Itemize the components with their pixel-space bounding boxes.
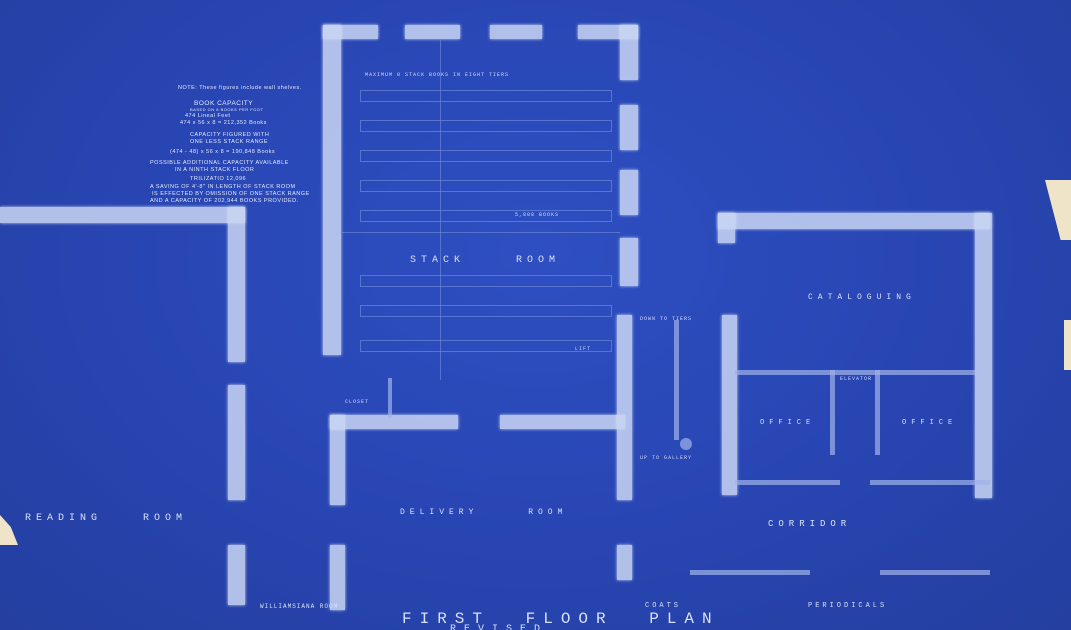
delivery-room-north-wall-right xyxy=(500,415,625,429)
closet-wall xyxy=(388,378,392,418)
stack-shelf xyxy=(360,210,612,222)
delivery-room-southwest-pier xyxy=(330,545,345,610)
reading-room-north-wall xyxy=(0,207,245,223)
note-wall-shelves: NOTE: These figures include wall shelves… xyxy=(178,85,302,91)
label-books-count: 5,808 BOOKS xyxy=(515,212,560,218)
label-down-stairs: DOWN TO TIERS xyxy=(640,316,693,322)
label-stack-room: STACK ROOM xyxy=(410,255,561,266)
stack-room-east-wall-top xyxy=(620,25,638,80)
office-partition xyxy=(735,370,975,375)
stack-shelf xyxy=(360,90,612,102)
reading-room-east-wall xyxy=(228,207,245,362)
label-stack-note: MAXIMUM 8 STACK BOOKS IN EIGHT TIERS xyxy=(365,72,510,78)
note-capacity-less-heading: CAPACITY FIGURED WITH xyxy=(190,132,270,138)
note-calc-3: TRILIZATIO 12,096 xyxy=(190,176,247,182)
periodicals-north-wall-right xyxy=(880,570,990,575)
label-coats: COATS xyxy=(645,602,682,610)
note-saving-3: AND A CAPACITY OF 202,944 BOOKS PROVIDED… xyxy=(150,198,299,204)
label-lift: LIFT xyxy=(575,346,592,352)
torn-edge xyxy=(1045,180,1071,240)
stack-room-west-wall xyxy=(323,25,341,355)
delivery-room-north-wall-left xyxy=(330,415,458,429)
cataloguing-west-wall-top xyxy=(718,213,735,243)
label-periodicals: PERIODICALS xyxy=(808,602,888,610)
label-cataloguing: CATALOGUING xyxy=(808,293,916,302)
note-possible-sub: IN A NINTH STACK FLOOR xyxy=(175,167,255,173)
cataloguing-east-wall xyxy=(975,213,992,498)
office-divider-right xyxy=(875,370,880,455)
torn-edge xyxy=(1064,320,1071,370)
label-office-right: OFFICE xyxy=(902,419,958,427)
stack-room-east-pier-2 xyxy=(620,170,638,215)
note-saving-1: A SAVING OF 4'-8" IN LENGTH OF STACK ROO… xyxy=(150,184,296,190)
note-calc-2: (474 - 48) x 56 x 8 = 190,848 Books xyxy=(170,149,276,155)
reading-room-pier xyxy=(228,385,245,500)
note-book-capacity-heading: BOOK CAPACITY xyxy=(194,100,254,107)
stack-shelf xyxy=(360,180,612,192)
periodicals-north-wall xyxy=(690,570,810,575)
label-office-left: OFFICE xyxy=(760,419,816,427)
label-williamsiana: WILLIAMSIANA ROOM xyxy=(260,603,339,610)
stack-room-east-pier-3 xyxy=(620,238,638,286)
label-closet: CLOSET xyxy=(345,399,370,405)
delivery-room-west-wall xyxy=(330,415,345,505)
label-up-stairs: UP TO GALLERY xyxy=(640,455,693,461)
stack-shelf xyxy=(360,150,612,162)
label-delivery-room: DELIVERY ROOM xyxy=(400,508,568,517)
note-linear-feet: 474 Lineal Feet xyxy=(185,113,231,119)
stack-room-north-pier-1 xyxy=(405,25,460,39)
label-corridor: CORRIDOR xyxy=(768,519,852,529)
reading-room-pier-lower xyxy=(228,545,245,605)
stack-shelf xyxy=(360,305,612,317)
corridor-north-wall xyxy=(735,480,840,485)
label-reading-room: READING ROOM xyxy=(25,513,188,524)
delivery-room-east-wall xyxy=(617,315,632,500)
stair-rail xyxy=(674,320,679,440)
stack-center-line xyxy=(440,40,441,380)
drawing-title: FIRST FLOOR PLAN xyxy=(402,610,720,628)
note-possible-heading: POSSIBLE ADDITIONAL CAPACITY AVAILABLE xyxy=(150,160,289,166)
stack-room-east-pier-1 xyxy=(620,105,638,150)
label-elevator: ELEVATOR xyxy=(840,376,873,382)
stack-shelf xyxy=(360,275,612,287)
note-saving-2: IS EFFECTED BY OMISSION OF ONE STACK RAN… xyxy=(152,191,310,197)
note-calc-1: 474 x 56 x 8 = 212,352 Books xyxy=(180,120,267,126)
delivery-room-southeast-pier xyxy=(617,545,632,580)
stack-cross-line xyxy=(340,232,620,233)
note-capacity-less-sub: ONE LESS STACK RANGE xyxy=(190,139,269,145)
cataloguing-west-wall xyxy=(722,315,737,495)
stack-shelf xyxy=(360,120,612,132)
office-divider xyxy=(830,370,835,455)
cataloguing-north-wall xyxy=(718,213,990,229)
stack-shelf xyxy=(360,340,612,352)
stair-newel xyxy=(680,438,692,450)
corridor-north-wall-right xyxy=(870,480,990,485)
note-book-capacity-sub: BASED ON 8 BOOKS PER FOOT xyxy=(190,107,264,112)
stack-room-north-pier-2 xyxy=(490,25,542,39)
drawing-subtitle: REVISED xyxy=(450,624,549,630)
torn-edge xyxy=(0,515,18,545)
